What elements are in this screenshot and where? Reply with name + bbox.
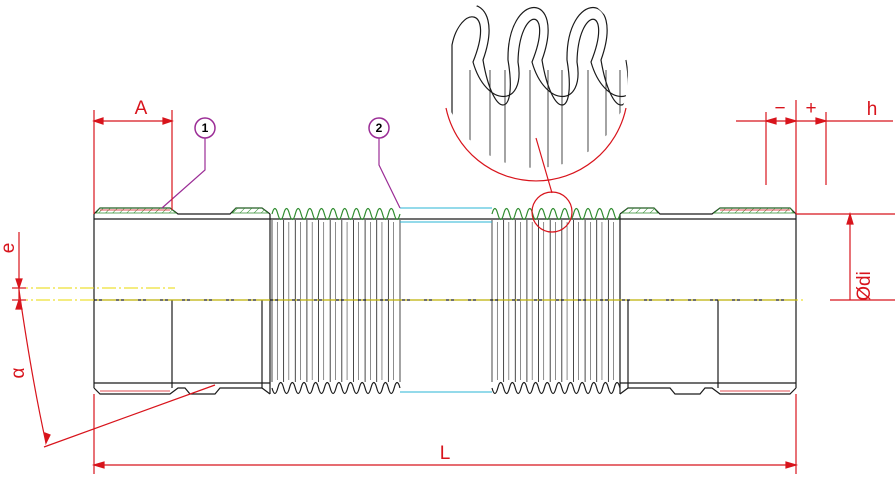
dim-label-inner-diameter: Ødi	[854, 271, 875, 301]
dimensions	[12, 100, 895, 474]
dim-label-minus: −	[774, 98, 785, 119]
centerlines	[14, 287, 806, 301]
detail-leader	[535, 137, 553, 194]
dim-label-h: h	[867, 99, 878, 120]
dim-label-a: A	[135, 98, 148, 119]
thread-hatching	[95, 207, 795, 392]
dim-label-alpha: α	[8, 367, 29, 378]
detail-marker-circle	[531, 191, 573, 233]
dim-label-plus: +	[805, 98, 816, 119]
hose-body	[93, 207, 797, 395]
bellows-left	[271, 207, 401, 395]
left-fitting-outline	[93, 207, 271, 395]
dim-label-l: L	[440, 443, 451, 464]
right-fitting-outline	[619, 207, 797, 395]
liner-lines	[400, 207, 492, 393]
dim-label-e: e	[0, 243, 19, 254]
detail-view	[444, 4, 628, 233]
detail-corrugation	[444, 4, 628, 119]
callout-1-number: 1	[202, 121, 209, 135]
callout-2: 2	[368, 117, 401, 209]
bellows-right	[491, 207, 621, 395]
detail-circle-arc	[445, 107, 627, 182]
callout-1: 1	[161, 117, 216, 209]
callout-2-number: 2	[376, 121, 383, 135]
